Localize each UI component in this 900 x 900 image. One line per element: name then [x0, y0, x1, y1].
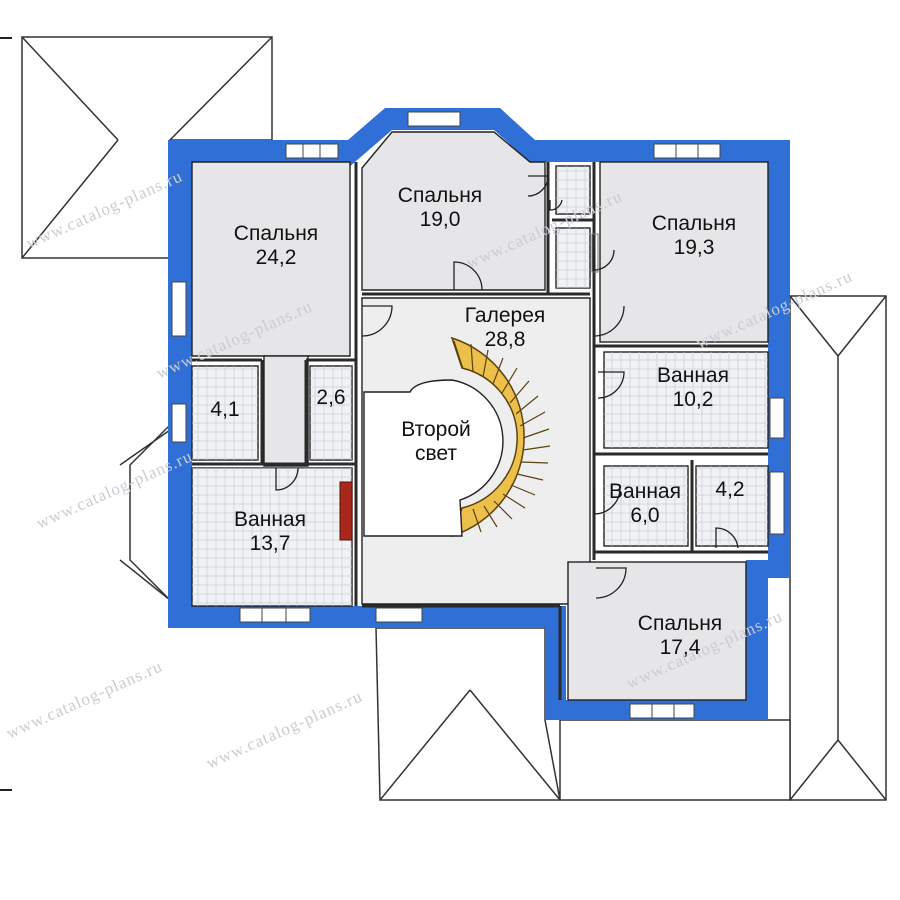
room-name: Второй	[401, 418, 471, 441]
room-label-bedroom-1: Спальня 24,2	[206, 222, 346, 270]
room-area: 6,0	[630, 504, 660, 527]
stair-treads	[453, 340, 551, 533]
room-name: Ванная	[609, 480, 681, 503]
room-name: Спальня	[233, 222, 319, 245]
room-name: Спальня	[397, 184, 483, 207]
windows	[171, 111, 785, 719]
room-area: 13,7	[249, 532, 291, 555]
room-area: 24,2	[255, 246, 297, 269]
room-area: 4,2	[715, 478, 745, 501]
room-label-bedroom-2: Спальня 19,0	[380, 184, 500, 232]
room-name: Ванная	[657, 364, 729, 387]
section-marks	[0, 37, 12, 791]
room-label-closet-2: 2,6	[308, 386, 354, 410]
room-label-closet-3: 4,2	[700, 478, 760, 502]
room-area: свет	[414, 442, 458, 465]
room-label-second-light: Второй свет	[376, 418, 496, 466]
room-name: Спальня	[651, 212, 737, 235]
room-area: 28,8	[484, 328, 526, 351]
room-area: 19,0	[419, 208, 461, 231]
room-name: Галерея	[464, 304, 546, 327]
room-label-closet-1: 4,1	[196, 398, 254, 422]
room-area: 17,4	[659, 636, 701, 659]
room-label-bath-1: Ванная 10,2	[626, 364, 760, 412]
spiral-stair	[363, 336, 551, 538]
room-area: 19,3	[673, 236, 715, 259]
room-area: 4,1	[210, 398, 240, 421]
fixtures	[591, 233, 599, 273]
room-area: 2,6	[316, 386, 346, 409]
tile-grids	[192, 166, 768, 606]
room-label-bedroom-4: Спальня 17,4	[610, 612, 750, 660]
second-light-opening	[363, 379, 504, 537]
bedroom-2-floor	[361, 131, 546, 291]
room-label-bath-3: Ванная 13,7	[208, 508, 332, 556]
bedroom-4-floor	[567, 561, 747, 701]
corridor-floor	[263, 355, 309, 467]
room-label-bedroom-3: Спальня 19,3	[624, 212, 764, 260]
chimney	[339, 481, 353, 541]
room-area: 10,2	[672, 388, 714, 411]
roof-outlines	[21, 36, 887, 801]
interior-walls	[192, 162, 768, 700]
room-name: Спальня	[637, 612, 723, 635]
room-name: Ванная	[234, 508, 306, 531]
doors	[275, 175, 739, 599]
bedroom-1-floor	[191, 161, 351, 357]
bedroom-3-floor	[599, 161, 769, 343]
room-label-bath-2: Ванная 6,0	[594, 480, 696, 528]
room-label-gallery: Галерея 28,8	[440, 304, 570, 352]
